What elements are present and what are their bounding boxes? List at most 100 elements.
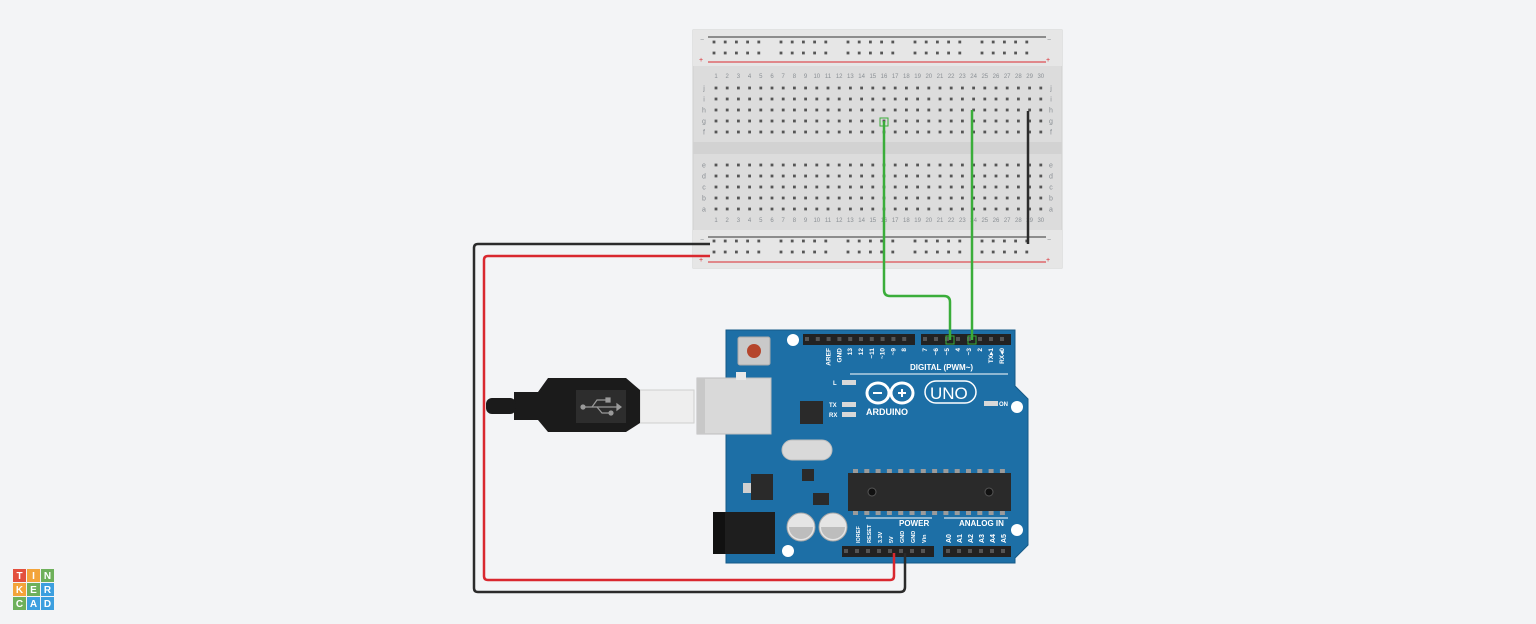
rail-hole [846, 239, 850, 243]
usb-port-edge [697, 378, 705, 434]
chip-leg [977, 469, 983, 473]
column-number: 13 [847, 218, 854, 224]
breadboard-hole [748, 174, 751, 178]
header-pin-hole[interactable] [815, 337, 820, 341]
rail-hole [712, 40, 716, 44]
breadboard-hole [781, 207, 785, 211]
digital-pin-label: GND [836, 348, 843, 363]
breadboard-hole [905, 207, 908, 211]
header-pin-hole[interactable] [859, 337, 863, 341]
mounting-hole [782, 545, 794, 557]
header-pin-hole[interactable] [934, 337, 938, 341]
header-pin-hole[interactable] [956, 337, 960, 341]
digital-header-right[interactable] [921, 334, 1011, 345]
rail-hole [924, 250, 928, 254]
breadboard-hole [972, 86, 975, 90]
breadboard-hole [770, 163, 774, 167]
header-pin-hole[interactable] [923, 337, 927, 341]
header-pin-hole[interactable] [945, 337, 949, 341]
breadboard-hole [737, 119, 740, 123]
breadboard-hole [871, 207, 875, 211]
breadboard[interactable]: − + − + − + − + 112233445566778899101011… [692, 29, 1063, 269]
black-ground-wire[interactable] [472, 242, 907, 594]
power-pin-hole[interactable] [921, 549, 925, 553]
logo-cell [13, 597, 26, 610]
breadboard-hole [916, 130, 919, 134]
rail-hole [824, 40, 828, 44]
chip-leg [853, 511, 858, 515]
analog-pin-label: A0 [946, 534, 953, 543]
analog-pin-hole[interactable] [968, 549, 972, 553]
wires[interactable] [472, 110, 1030, 594]
power-pin-hole[interactable] [899, 549, 903, 553]
row-letter: e [1049, 163, 1053, 170]
red-power-wire[interactable] [482, 254, 896, 582]
header-pin-hole[interactable] [848, 337, 853, 341]
column-number: 21 [937, 74, 944, 80]
rail-hole [924, 40, 928, 44]
rail-hole [790, 250, 794, 254]
rail-hole [746, 239, 749, 243]
header-pin-hole[interactable] [880, 337, 885, 341]
column-number: 1 [714, 218, 718, 224]
rail-hole [936, 239, 939, 243]
breadboard-hole [748, 207, 751, 211]
usb-plug-metal [639, 389, 695, 424]
header-pin-hole[interactable] [837, 337, 842, 341]
header-pin-hole[interactable] [826, 337, 831, 341]
row-letter: b [702, 196, 706, 203]
power-pin-label: 5V [889, 536, 895, 543]
power-pin-hole[interactable] [888, 549, 892, 553]
row-letter: j [1049, 86, 1052, 93]
usb-b-port[interactable] [696, 377, 772, 435]
reset-button-cap[interactable] [747, 344, 761, 358]
capacitor-shade [789, 527, 813, 539]
header-pin-hole[interactable] [967, 337, 971, 341]
rail-hole [802, 250, 805, 254]
power-pin-hole[interactable] [844, 549, 848, 553]
breadboard-hole [893, 130, 897, 134]
power-pin-hole[interactable] [866, 549, 870, 553]
analog-header[interactable] [943, 546, 1011, 557]
header-pin-hole[interactable] [989, 337, 993, 341]
header-pin-hole[interactable] [805, 337, 809, 341]
header-pin-hole[interactable] [869, 337, 874, 341]
usb-cable[interactable] [486, 378, 695, 432]
analog-pin-hole[interactable] [946, 549, 950, 553]
breadboard-hole [837, 86, 841, 90]
breadboard-hole [893, 119, 897, 123]
chip-leg [999, 469, 1005, 473]
header-pin-hole[interactable] [1000, 337, 1004, 341]
breadboard-holes[interactable] [712, 40, 1043, 254]
header-pin-hole[interactable] [902, 337, 907, 341]
breadboard-hole [972, 163, 975, 167]
analog-pin-hole[interactable] [979, 549, 983, 553]
breadboard-hole [815, 185, 819, 189]
breadboard-hole [949, 185, 953, 189]
green-signal-wire-1[interactable] [882, 121, 952, 340]
breadboard-hole [871, 163, 875, 167]
row-letter: h [1049, 108, 1053, 115]
rail-hole [913, 51, 917, 55]
analog-pin-hole[interactable] [990, 549, 994, 553]
power-pin-hole[interactable] [910, 549, 914, 553]
power-pin-hole[interactable] [855, 549, 859, 553]
analog-pin-hole[interactable] [1001, 549, 1005, 553]
analog-pin-hole[interactable] [957, 549, 961, 553]
breadboard-hole [972, 119, 975, 123]
chip-leg [886, 469, 892, 473]
header-pin-hole[interactable] [891, 337, 896, 341]
chip-leg [898, 511, 904, 515]
power-pin-hole[interactable] [877, 549, 881, 553]
breadboard-hole [759, 163, 763, 167]
analog-pin-label: A1 [957, 534, 964, 543]
column-number: 7 [782, 218, 786, 224]
breadboard-hole [961, 130, 964, 134]
chip-leg [853, 469, 858, 473]
header-pin-hole[interactable] [978, 337, 982, 341]
chip-leg [909, 511, 915, 515]
rail-hole [980, 239, 984, 243]
